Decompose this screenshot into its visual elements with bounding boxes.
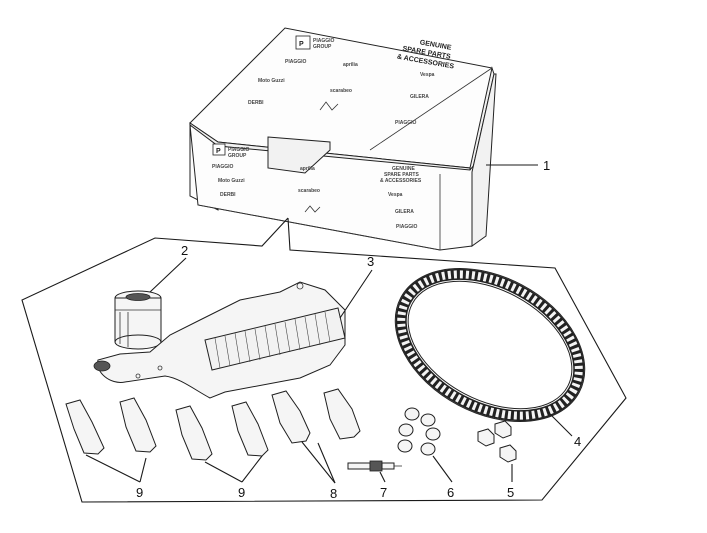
- front-title-line1: GENUINE: [392, 166, 415, 172]
- brand-motoguzzi: Moto Guzzi: [258, 78, 285, 84]
- front-title-line2: SPARE PARTS: [384, 172, 419, 178]
- front-brand-gilera: GILERA: [395, 209, 414, 215]
- spark-plug: [347, 460, 402, 472]
- air-filter: [93, 281, 346, 399]
- brand-vespa: Vespa: [420, 72, 435, 78]
- front-logo-text-line1: PIAGGIO: [228, 147, 250, 153]
- callout-4: 4: [574, 434, 581, 449]
- front-logo-icon: [212, 143, 226, 156]
- front-brand-piaggio-2: PIAGGIO: [396, 224, 418, 230]
- front-brand-derbi: DERBI: [220, 192, 236, 198]
- callout-7: 7: [380, 485, 387, 500]
- leader-line-6: [432, 455, 453, 483]
- front-brand-aprilia: aprilia: [300, 166, 315, 172]
- front-brand-scarabeo: scarabeo: [298, 188, 320, 194]
- piaggio-logo-icon: [295, 35, 311, 50]
- front-brand-logos: PIAGGIO aprilia Moto Guzzi DERBI scarabe…: [212, 164, 418, 230]
- callout-6: 6: [447, 485, 454, 500]
- front-logo-letter: P: [216, 148, 221, 155]
- front-brand-vespa: Vespa: [388, 192, 403, 198]
- vespa-scooter-icon: [319, 101, 339, 111]
- leader-line-8a: [317, 442, 336, 484]
- leader-line-3: [339, 269, 373, 319]
- leader-line-9b-1: [204, 461, 243, 483]
- callout-8: 8: [330, 486, 337, 501]
- front-brand-motoguzzi: Moto Guzzi: [218, 178, 245, 184]
- brand-aprilia: aprilia: [343, 62, 358, 68]
- leader-line-9b-2: [241, 455, 263, 483]
- front-logo-text-line2: GROUP: [228, 153, 247, 159]
- variator-rollers: [397, 407, 441, 456]
- logo-text-line2: GROUP: [313, 44, 332, 50]
- box-tear-strip: [267, 136, 331, 174]
- leader-line-8b: [301, 441, 336, 484]
- lid-brand-logos: PIAGGIO aprilia Vespa Moto Guzzi scarabe…: [248, 59, 435, 126]
- leader-line-9a-2: [139, 457, 147, 483]
- callout-9-right: 9: [238, 485, 245, 500]
- leader-line-9a-1: [85, 454, 141, 483]
- brand-piaggio: PIAGGIO: [285, 59, 307, 65]
- box-body-right: [471, 73, 497, 247]
- leader-line-4: [547, 411, 573, 437]
- kit-outline: [21, 217, 627, 503]
- brand-gilera: GILERA: [410, 94, 429, 100]
- leader-line-2: [149, 257, 187, 293]
- front-title-line3: & ACCESSORIES: [380, 178, 422, 184]
- callout-1: 1: [543, 158, 550, 173]
- spare-parts-box: P PIAGGIO GROUP GENUINE SPARE PARTS & AC…: [189, 27, 497, 251]
- brake-pads-rear: [271, 388, 361, 444]
- drive-belt: [394, 267, 586, 423]
- callout-9-left: 9: [136, 485, 143, 500]
- callout-5: 5: [507, 485, 514, 500]
- callout-3: 3: [367, 254, 374, 269]
- oil-filter: [114, 290, 162, 350]
- brand-scarabeo: scarabeo: [330, 88, 352, 94]
- front-brand-piaggio: PIAGGIO: [212, 164, 234, 170]
- brand-derbi: DERBI: [248, 100, 264, 106]
- front-vespa-scooter-icon: [304, 205, 321, 213]
- variator-sliders: [477, 420, 517, 463]
- brand-piaggio-2: PIAGGIO: [395, 120, 417, 126]
- logo-text-line1: PIAGGIO: [313, 38, 335, 44]
- logo-letter: P: [299, 41, 304, 48]
- callout-2: 2: [181, 243, 188, 258]
- leader-line-7: [379, 471, 386, 483]
- brake-pads-front: [65, 397, 269, 461]
